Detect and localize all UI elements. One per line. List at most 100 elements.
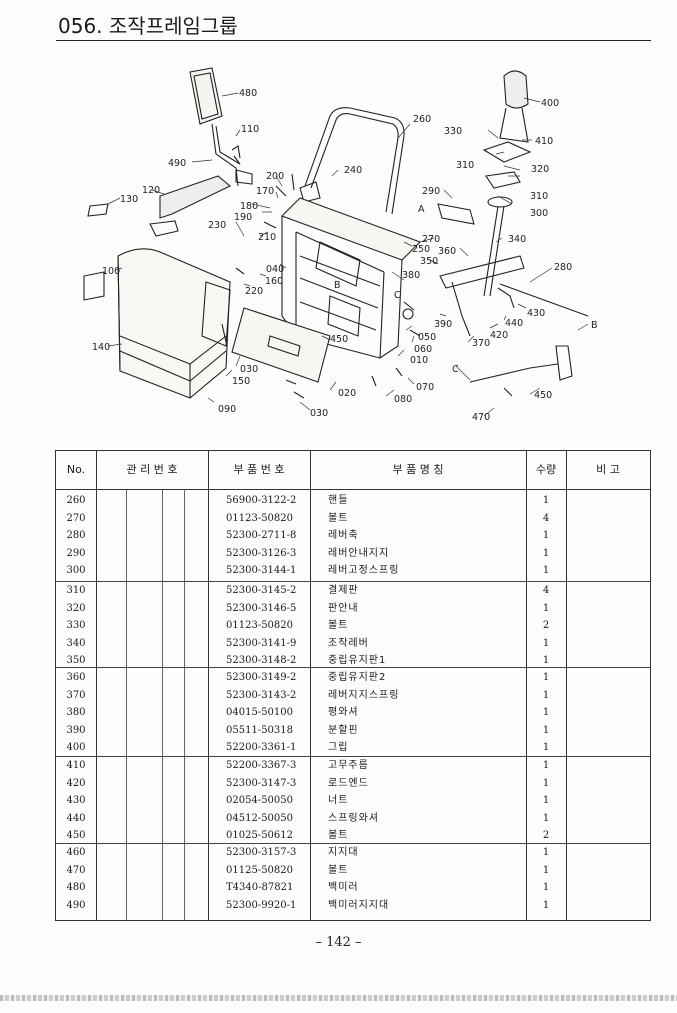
callout: 160 [265,276,283,287]
cell-nm: 그립 [328,742,349,753]
callout: 310 [456,160,474,171]
cell-no: 440 [66,812,86,824]
callout: 490 [168,158,186,169]
cell-pn: 52200-3361-1 [226,742,297,753]
callout: 070 [416,382,434,393]
cell-pn: 04512-50050 [226,812,294,824]
callout: 100 [102,266,120,277]
cell-pn: 52300-3145-2 [226,585,297,596]
panel-drawing [83,248,231,399]
callout: 040 [266,264,284,275]
callout: 240 [344,165,362,176]
cell-no: 320 [66,602,86,614]
header-remarks: 비 고 [596,463,620,476]
callout: C [452,364,459,375]
cell-qty: 1 [542,777,550,789]
cell-no: 410 [66,760,86,771]
cell-no: 420 [66,777,86,789]
handle-drawing [299,107,405,215]
cell-pn: 52300-3144-1 [226,565,297,576]
callout: 280 [554,262,572,273]
callout: 450 [534,390,552,401]
callout: 300 [530,208,548,219]
bracket-drawing [87,175,232,237]
cell-no: 270 [66,512,86,524]
callout: 340 [508,234,526,245]
cell-qty: 1 [542,812,550,824]
callout: 060 [414,344,432,355]
callout-labels: 480 110 490 120 130 260 400 330 410 320 … [92,88,598,423]
cell-pn: 01125-50820 [226,864,294,876]
cell-qty: 1 [542,655,550,666]
cell-qty: 1 [542,724,550,736]
cell-nm: 백미러지지대 [328,899,390,911]
cell-qty: 1 [542,882,550,893]
callout: 440 [505,318,523,329]
cell-qty: 1 [542,864,550,876]
cell-nm: 평와셔 [328,707,359,718]
callout: 050 [418,332,436,343]
cell-qty: 4 [542,512,550,524]
frame-drawing [231,197,421,383]
callout: 030 [310,408,328,419]
cell-no: 480 [66,882,86,893]
callout: 290 [422,186,440,197]
cell-qty: 1 [542,602,550,614]
cell-nm: 레버축 [328,530,359,541]
cell-no: 260 [66,495,86,506]
callout: 170 [256,186,274,197]
header-no: No. [66,463,86,476]
cell-no: 490 [66,899,86,911]
cell-nm: 레버고정스프링 [328,565,400,576]
cell-no: 370 [66,689,86,701]
callout: 140 [92,342,110,353]
cell-nm: 판안내 [328,602,359,614]
cell-nm: 지지대 [328,847,359,858]
callout: 480 [239,88,257,99]
cell-no: 360 [66,672,86,683]
callout: 200 [266,171,284,182]
callout: 320 [531,164,549,175]
callout: 400 [541,98,559,109]
cell-nm: 로드엔드 [328,777,369,789]
cell-pn: 02054-50050 [226,795,294,806]
exploded-parts-diagram: 480 110 490 120 130 260 400 330 410 320 … [83,67,598,423]
cell-no: 340 [66,637,86,649]
callout: 420 [490,330,508,341]
cell-no: 460 [66,847,86,858]
cell-nm: 레버안내지지 [328,547,390,559]
cell-qty: 1 [542,899,550,911]
cell-nm: 결제판 [328,585,359,596]
cell-no: 300 [66,565,86,576]
cell-nm: 볼트 [328,830,349,841]
cell-no: 350 [66,655,86,666]
cell-pn: 52300-3143-2 [226,689,297,701]
cell-qty: 1 [542,707,550,718]
cell-nm: 중립유지판1 [328,655,387,666]
callout: 010 [410,355,428,366]
cell-pn: 01025-50612 [226,830,294,841]
cell-qty: 2 [542,620,550,631]
callout: 410 [535,136,553,147]
cell-no: 290 [66,547,86,559]
cell-qty: 1 [542,547,550,559]
callout: 470 [472,412,490,423]
callout: 150 [232,376,250,387]
cell-nm: 조작레버 [328,637,369,649]
cell-nm: 분할핀 [328,724,359,736]
scan-edge-strip [0,995,677,1001]
cell-no: 430 [66,795,86,806]
callout: 220 [245,286,263,297]
